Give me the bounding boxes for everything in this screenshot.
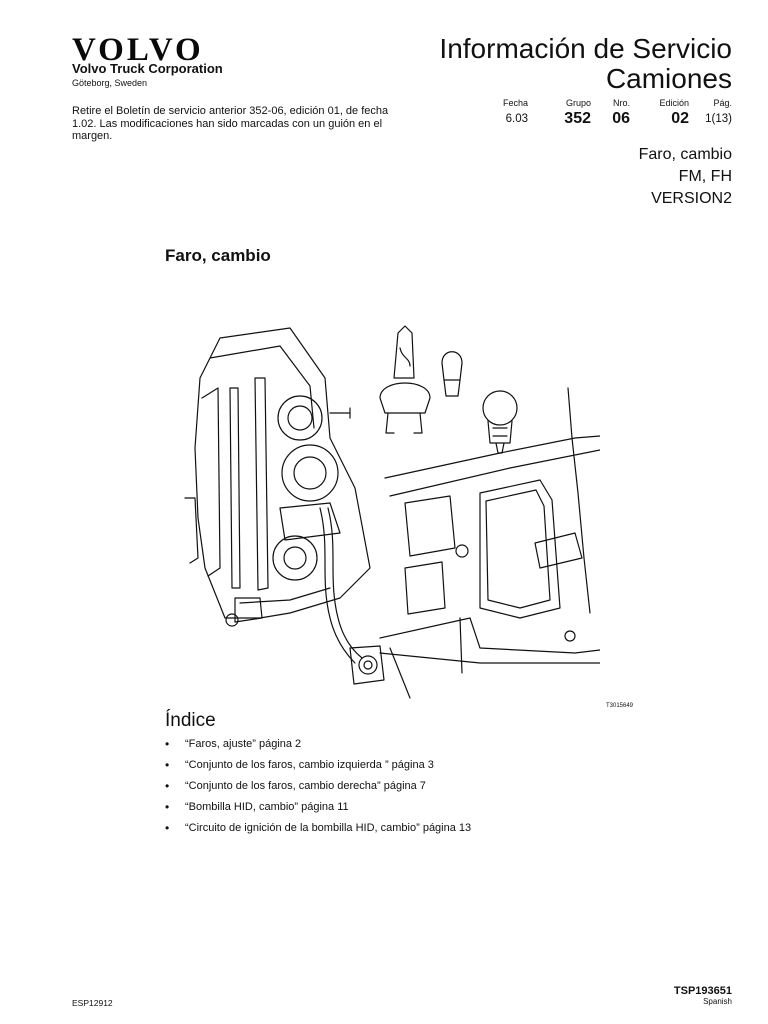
wedge-bulb bbox=[441, 351, 463, 397]
figure-reference: T3015649 bbox=[606, 703, 634, 709]
headlight-illustration bbox=[184, 325, 600, 699]
meta-nro-label: Nro. bbox=[612, 98, 630, 108]
meta-grupo: Grupo 352 bbox=[564, 97, 591, 129]
meta-fecha-label: Fecha bbox=[502, 98, 528, 108]
document-number: TSP193651 bbox=[673, 985, 732, 997]
meta-pagina-label: Pág. bbox=[713, 98, 732, 108]
document-language: Spanish bbox=[703, 997, 732, 1006]
meta-fecha-value: 6.03 bbox=[505, 113, 528, 125]
document-title: Información de Servicio Camiones bbox=[439, 34, 732, 94]
document-title-line1: Información de Servicio bbox=[439, 33, 732, 64]
index-item[interactable]: “Circuito de ignición de la bombilla HID… bbox=[165, 821, 471, 842]
index-list: “Faros, ajuste” página 2 “Conjunto de lo… bbox=[165, 737, 471, 842]
index-item[interactable]: “Bombilla HID, cambio” página 11 bbox=[165, 800, 471, 821]
meta-nro: Nro. 06 bbox=[612, 97, 630, 129]
document-title-line2: Camiones bbox=[605, 63, 732, 94]
subject-line1: Faro, cambio bbox=[638, 146, 732, 163]
index-item[interactable]: “Conjunto de los faros, cambio izquierda… bbox=[165, 758, 471, 779]
subject-block: Faro, cambio FM, FH VERSION2 bbox=[639, 144, 732, 210]
volvo-logo: VOLVO bbox=[72, 32, 204, 68]
index-item[interactable]: “Conjunto de los faros, cambio derecha” … bbox=[165, 779, 471, 800]
meta-fecha: Fecha 6.03 bbox=[503, 97, 528, 129]
corporation-name: Volvo Truck Corporation bbox=[72, 61, 223, 76]
meta-grupo-value: 352 bbox=[564, 110, 591, 127]
meta-grupo-label: Grupo bbox=[565, 98, 591, 108]
indicator-bulb bbox=[482, 390, 518, 454]
subject-line3: VERSION2 bbox=[651, 190, 732, 207]
meta-nro-value: 06 bbox=[612, 110, 630, 127]
index-title: Índice bbox=[165, 710, 216, 731]
meta-edicion-value: 02 bbox=[671, 110, 689, 127]
footer-document-id: TSP193651 Spanish bbox=[674, 985, 732, 1007]
cable-connector bbox=[319, 507, 385, 685]
meta-edicion-label: Edición bbox=[659, 98, 689, 108]
h7-bulb bbox=[379, 325, 431, 434]
replacement-notice: Retire el Boletín de servicio anterior 3… bbox=[72, 105, 389, 142]
meta-pagina: Pág. 1(13) bbox=[705, 97, 732, 129]
subject-line2: FM, FH bbox=[678, 168, 732, 185]
section-title: Faro, cambio bbox=[165, 246, 271, 265]
meta-pagina-value: 1(13) bbox=[705, 113, 732, 125]
meta-edicion: Edición 02 bbox=[659, 97, 689, 129]
index-item[interactable]: “Faros, ajuste” página 2 bbox=[165, 737, 471, 758]
truck-cab-corner bbox=[379, 387, 600, 699]
footer-code: ESP12912 bbox=[72, 998, 113, 1008]
corporation-location: Göteborg, Sweden bbox=[72, 78, 148, 88]
headlamp-assembly bbox=[184, 327, 371, 627]
